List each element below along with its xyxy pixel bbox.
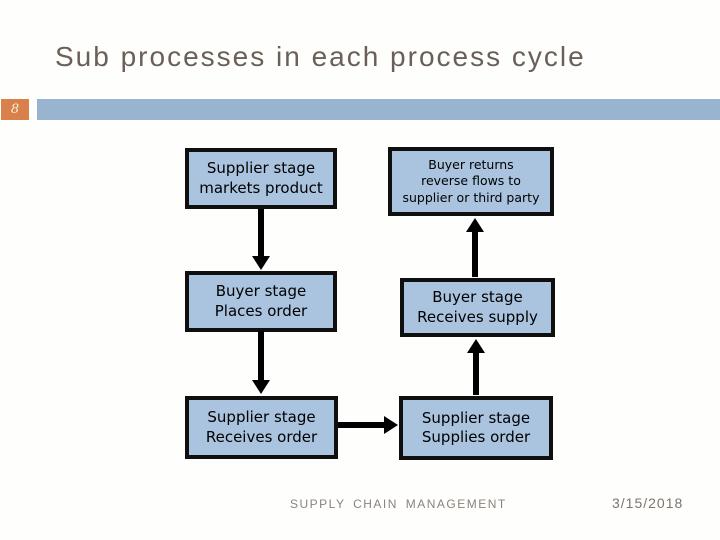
flow-box-label: Buyer stage Places order — [214, 282, 308, 320]
footer-title: SUPPLY CHAIN MANAGEMENT — [290, 497, 507, 511]
header-accent-bar — [37, 99, 720, 120]
slide-title: Sub processes in each process cycle — [55, 41, 586, 72]
flow-box-label: Buyer returns reverse flows to supplier … — [402, 157, 540, 205]
arrow-receives-supply-to-returns-icon — [466, 218, 484, 277]
arrow-markets-to-places-icon — [252, 209, 270, 270]
arrow-places-to-receives-order-icon — [252, 331, 270, 394]
flow-box-buyer-places-order: Buyer stage Places order — [185, 271, 337, 332]
arrow-receives-order-to-supplies-icon — [338, 416, 398, 434]
flow-box-label: Supplier stage Receives order — [205, 408, 318, 446]
arrow-supplies-to-receives-supply-icon — [467, 339, 485, 395]
slide-number-badge: 8 — [1, 99, 29, 120]
flow-box-label: Buyer stage Receives supply — [417, 288, 538, 326]
flow-box-label: Supplier stage Supplies order — [421, 408, 531, 446]
slide-number: 8 — [10, 102, 20, 117]
flow-box-supplier-markets-product: Supplier stage markets product — [185, 148, 337, 209]
flow-box-supplier-receives-order: Supplier stage Receives order — [185, 396, 338, 459]
footer-date: 3/15/2018 — [612, 495, 684, 511]
flow-box-buyer-receives-supply: Buyer stage Receives supply — [400, 278, 555, 337]
flow-box-label: Supplier stage markets product — [199, 159, 323, 197]
flow-box-buyer-returns-reverse-flows: Buyer returns reverse flows to supplier … — [388, 147, 554, 216]
flow-box-supplier-supplies-order: Supplier stage Supplies order — [399, 396, 553, 460]
